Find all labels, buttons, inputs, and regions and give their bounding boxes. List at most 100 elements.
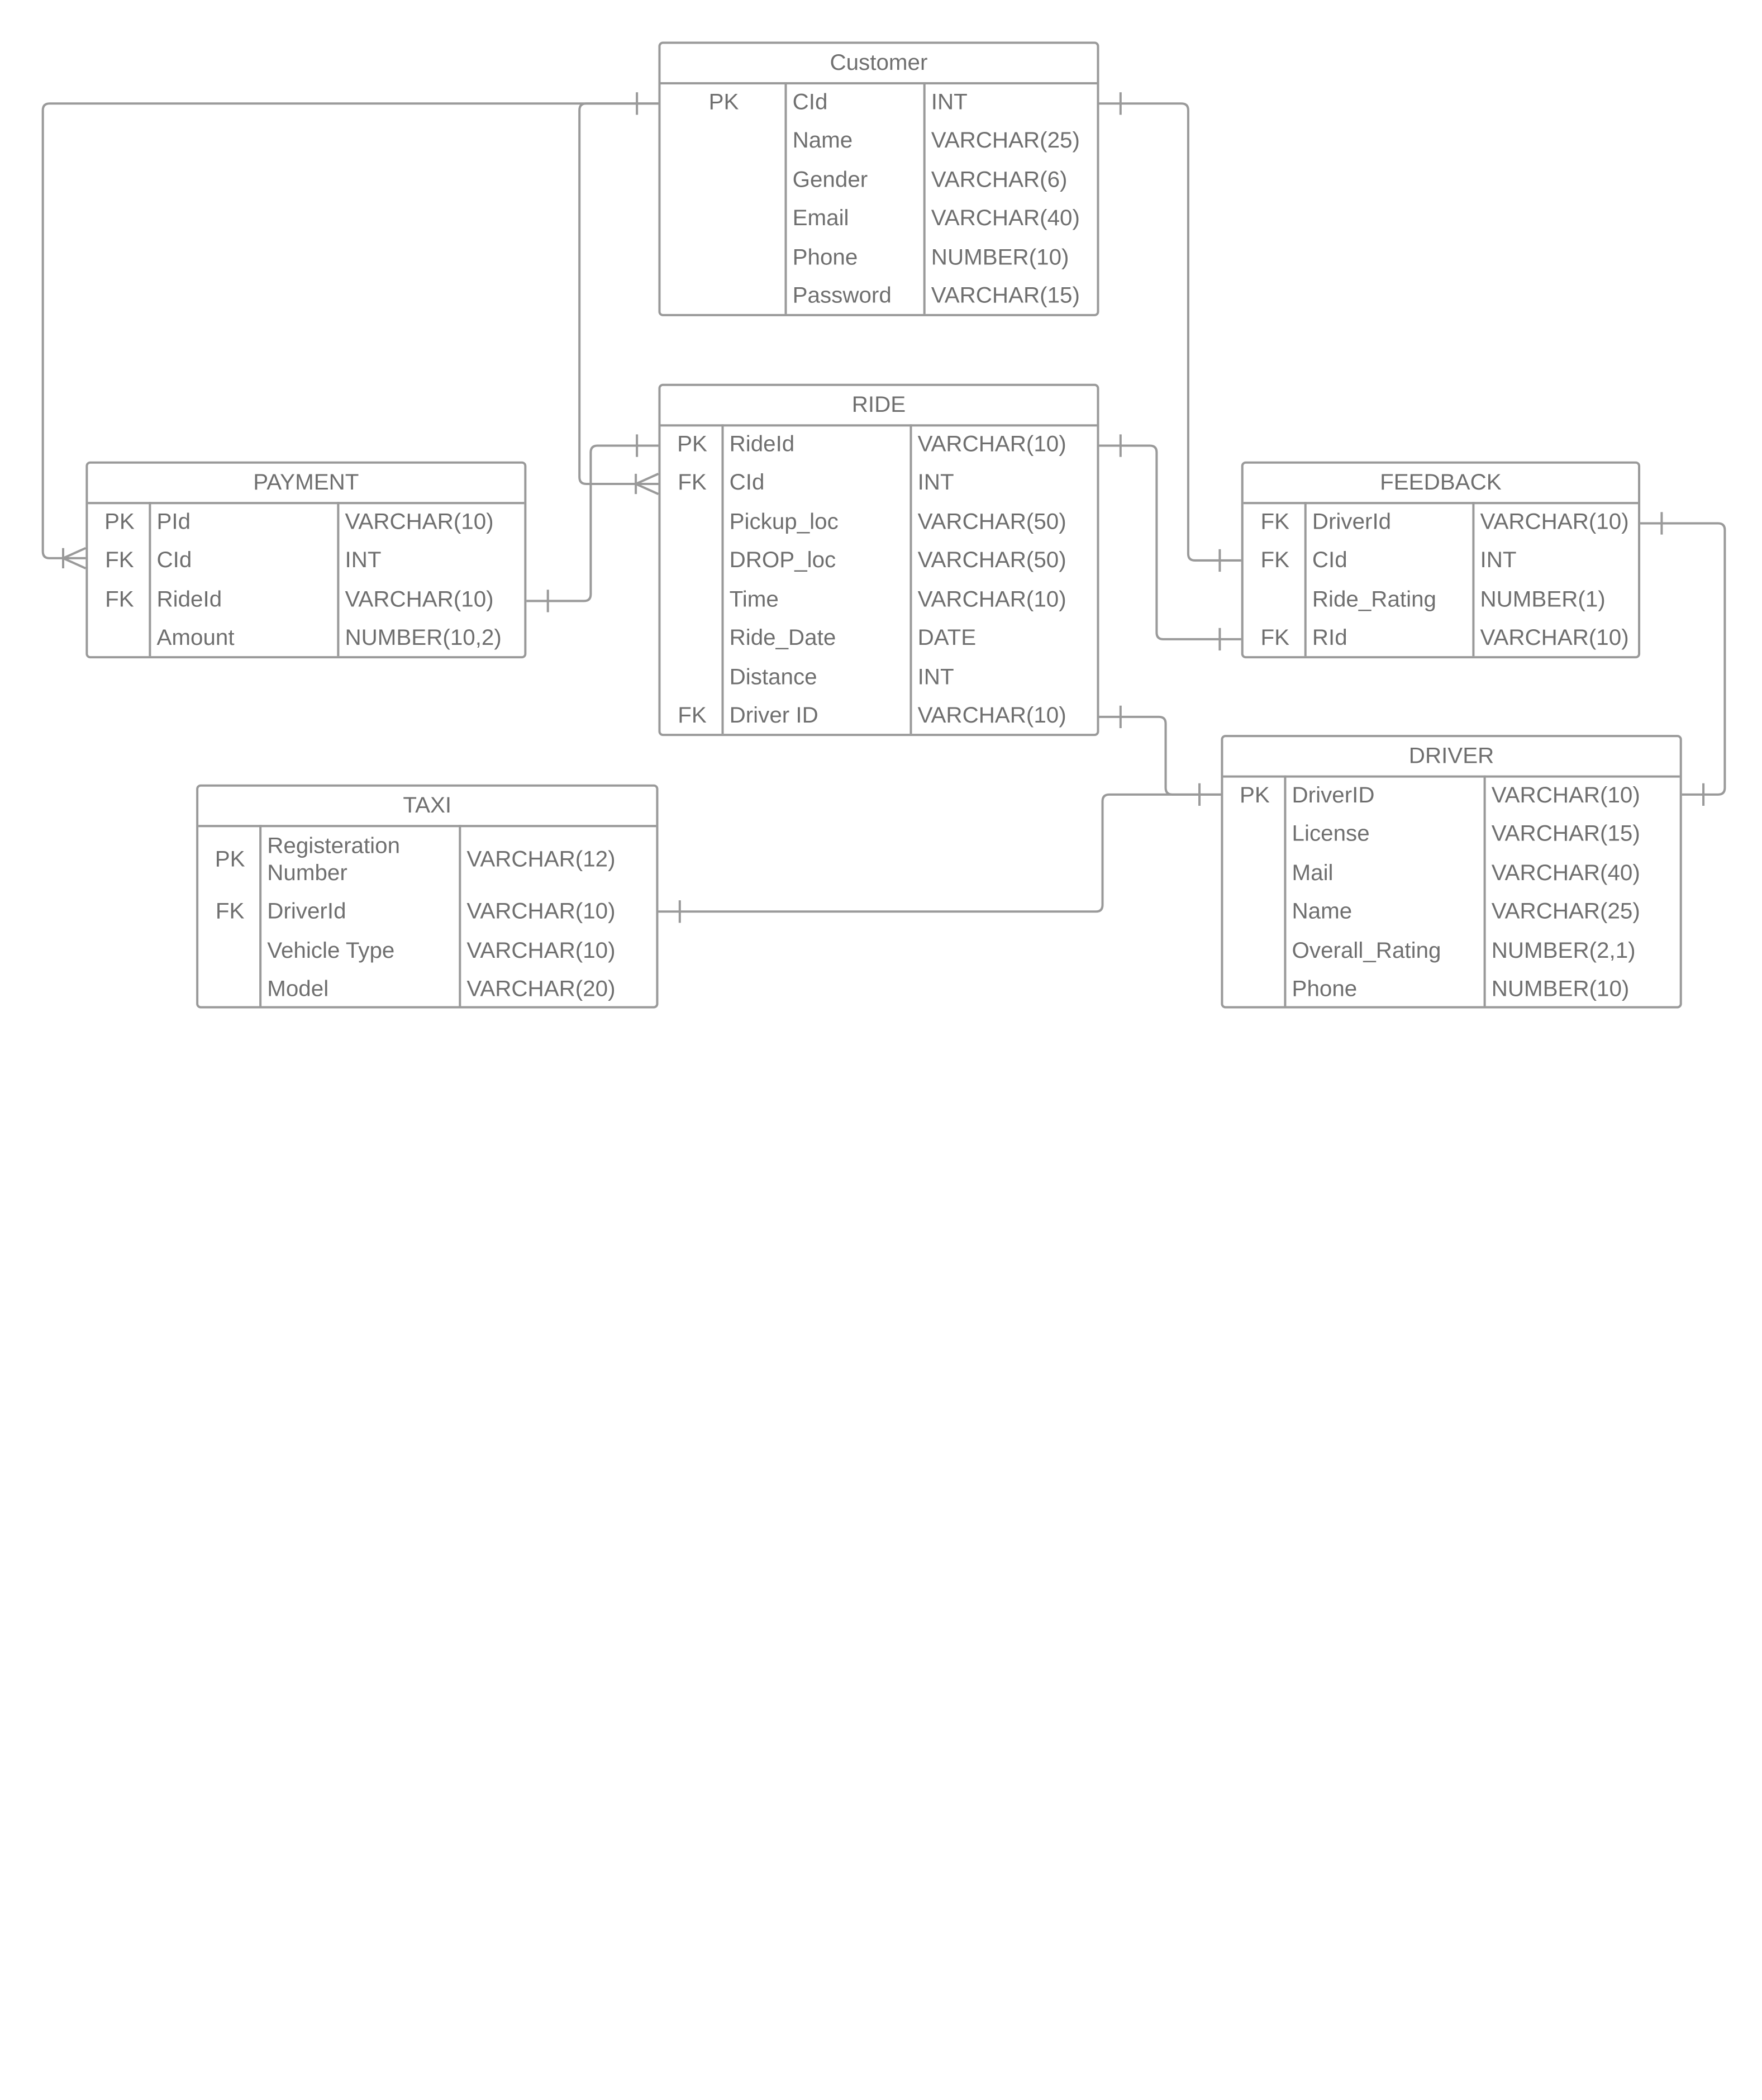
column-divider [1284,775,1287,1006]
field-name: Amount [156,625,235,651]
field-type: INT [917,470,954,496]
field-name: PId [156,510,191,535]
column-divider [149,502,151,657]
field-name: Vehicle Type [267,938,395,963]
rel-customer-feedback[interactable] [1099,102,1241,562]
field-name: Ride_Rating [1312,587,1436,612]
rel-customer-payment[interactable] [41,102,659,559]
field-name: Registeration Number [267,833,401,885]
field-type: VARCHAR(12) [466,847,616,872]
field-type: VARCHAR(20) [466,977,616,1002]
field-name: Overall_Rating [1292,938,1441,963]
field-type: VARCHAR(40) [931,206,1080,231]
field-type: INT [931,90,968,115]
relationship-connectors [41,92,1726,923]
field-name: CId [792,90,828,115]
column-divider [259,825,262,1006]
field-type: VARCHAR(10) [345,587,494,612]
field-name: DROP_loc [729,548,836,573]
rel-customer-ride[interactable] [578,102,659,486]
field-type: VARCHAR(10) [1480,625,1629,651]
field-name: Model [267,977,329,1002]
field-type: DATE [917,625,977,651]
field-row[interactable]: Ride_Rating NUMBER(1) [1244,581,1638,619]
rel-ride-feedback[interactable] [1099,444,1241,640]
field-name: CId [1312,548,1347,573]
field-name: CId [156,548,192,573]
field-type: VARCHAR(10) [466,938,616,963]
field-key: PK [104,510,135,535]
field-row[interactable]: Model VARCHAR(20) [198,970,656,1008]
entity-title: Customer [660,44,1097,85]
field-type: NUMBER(2,1) [1491,938,1636,963]
field-row[interactable]: FK CId INT [88,541,524,579]
field-key: FK [678,470,707,496]
field-key: FK [678,703,707,729]
field-row[interactable]: Vehicle Type VARCHAR(10) [198,932,656,970]
entity-title: RIDE [660,386,1097,427]
column-divider [337,502,340,657]
field-type: NUMBER(1) [1480,587,1606,612]
rel-taxi-driver[interactable] [658,793,1221,913]
field-type: VARCHAR(50) [917,510,1066,535]
field-name: Driver ID [729,703,818,729]
field-name: RId [1312,625,1347,651]
field-type: VARCHAR(10) [466,899,616,924]
field-key: FK [105,587,134,612]
field-name: Password [792,283,892,308]
field-name: Distance [729,665,817,690]
column-divider [1304,502,1307,657]
field-name: DriverId [1312,510,1392,535]
field-key: FK [1260,548,1290,573]
field-type: VARCHAR(10) [917,432,1066,457]
field-type: INT [345,548,382,573]
rel-ride-driver[interactable] [1099,715,1221,796]
field-type: VARCHAR(10) [1491,783,1640,809]
rel-feedback-driver[interactable] [1640,522,1726,796]
column-divider [923,82,926,314]
field-name: DriverId [267,899,346,924]
field-key: FK [105,548,134,573]
rel-ride-payment[interactable] [526,444,659,602]
column-divider [1472,502,1475,657]
field-row[interactable]: Overall_Rating NUMBER(2,1) [1223,932,1679,970]
field-name: Phone [1292,977,1358,1002]
field-name: Mail [1292,861,1334,886]
field-name: Gender [792,168,868,193]
field-name: RideId [156,587,222,612]
field-type: VARCHAR(10) [917,587,1066,612]
field-row[interactable]: FK RideId VARCHAR(10) [88,581,524,619]
